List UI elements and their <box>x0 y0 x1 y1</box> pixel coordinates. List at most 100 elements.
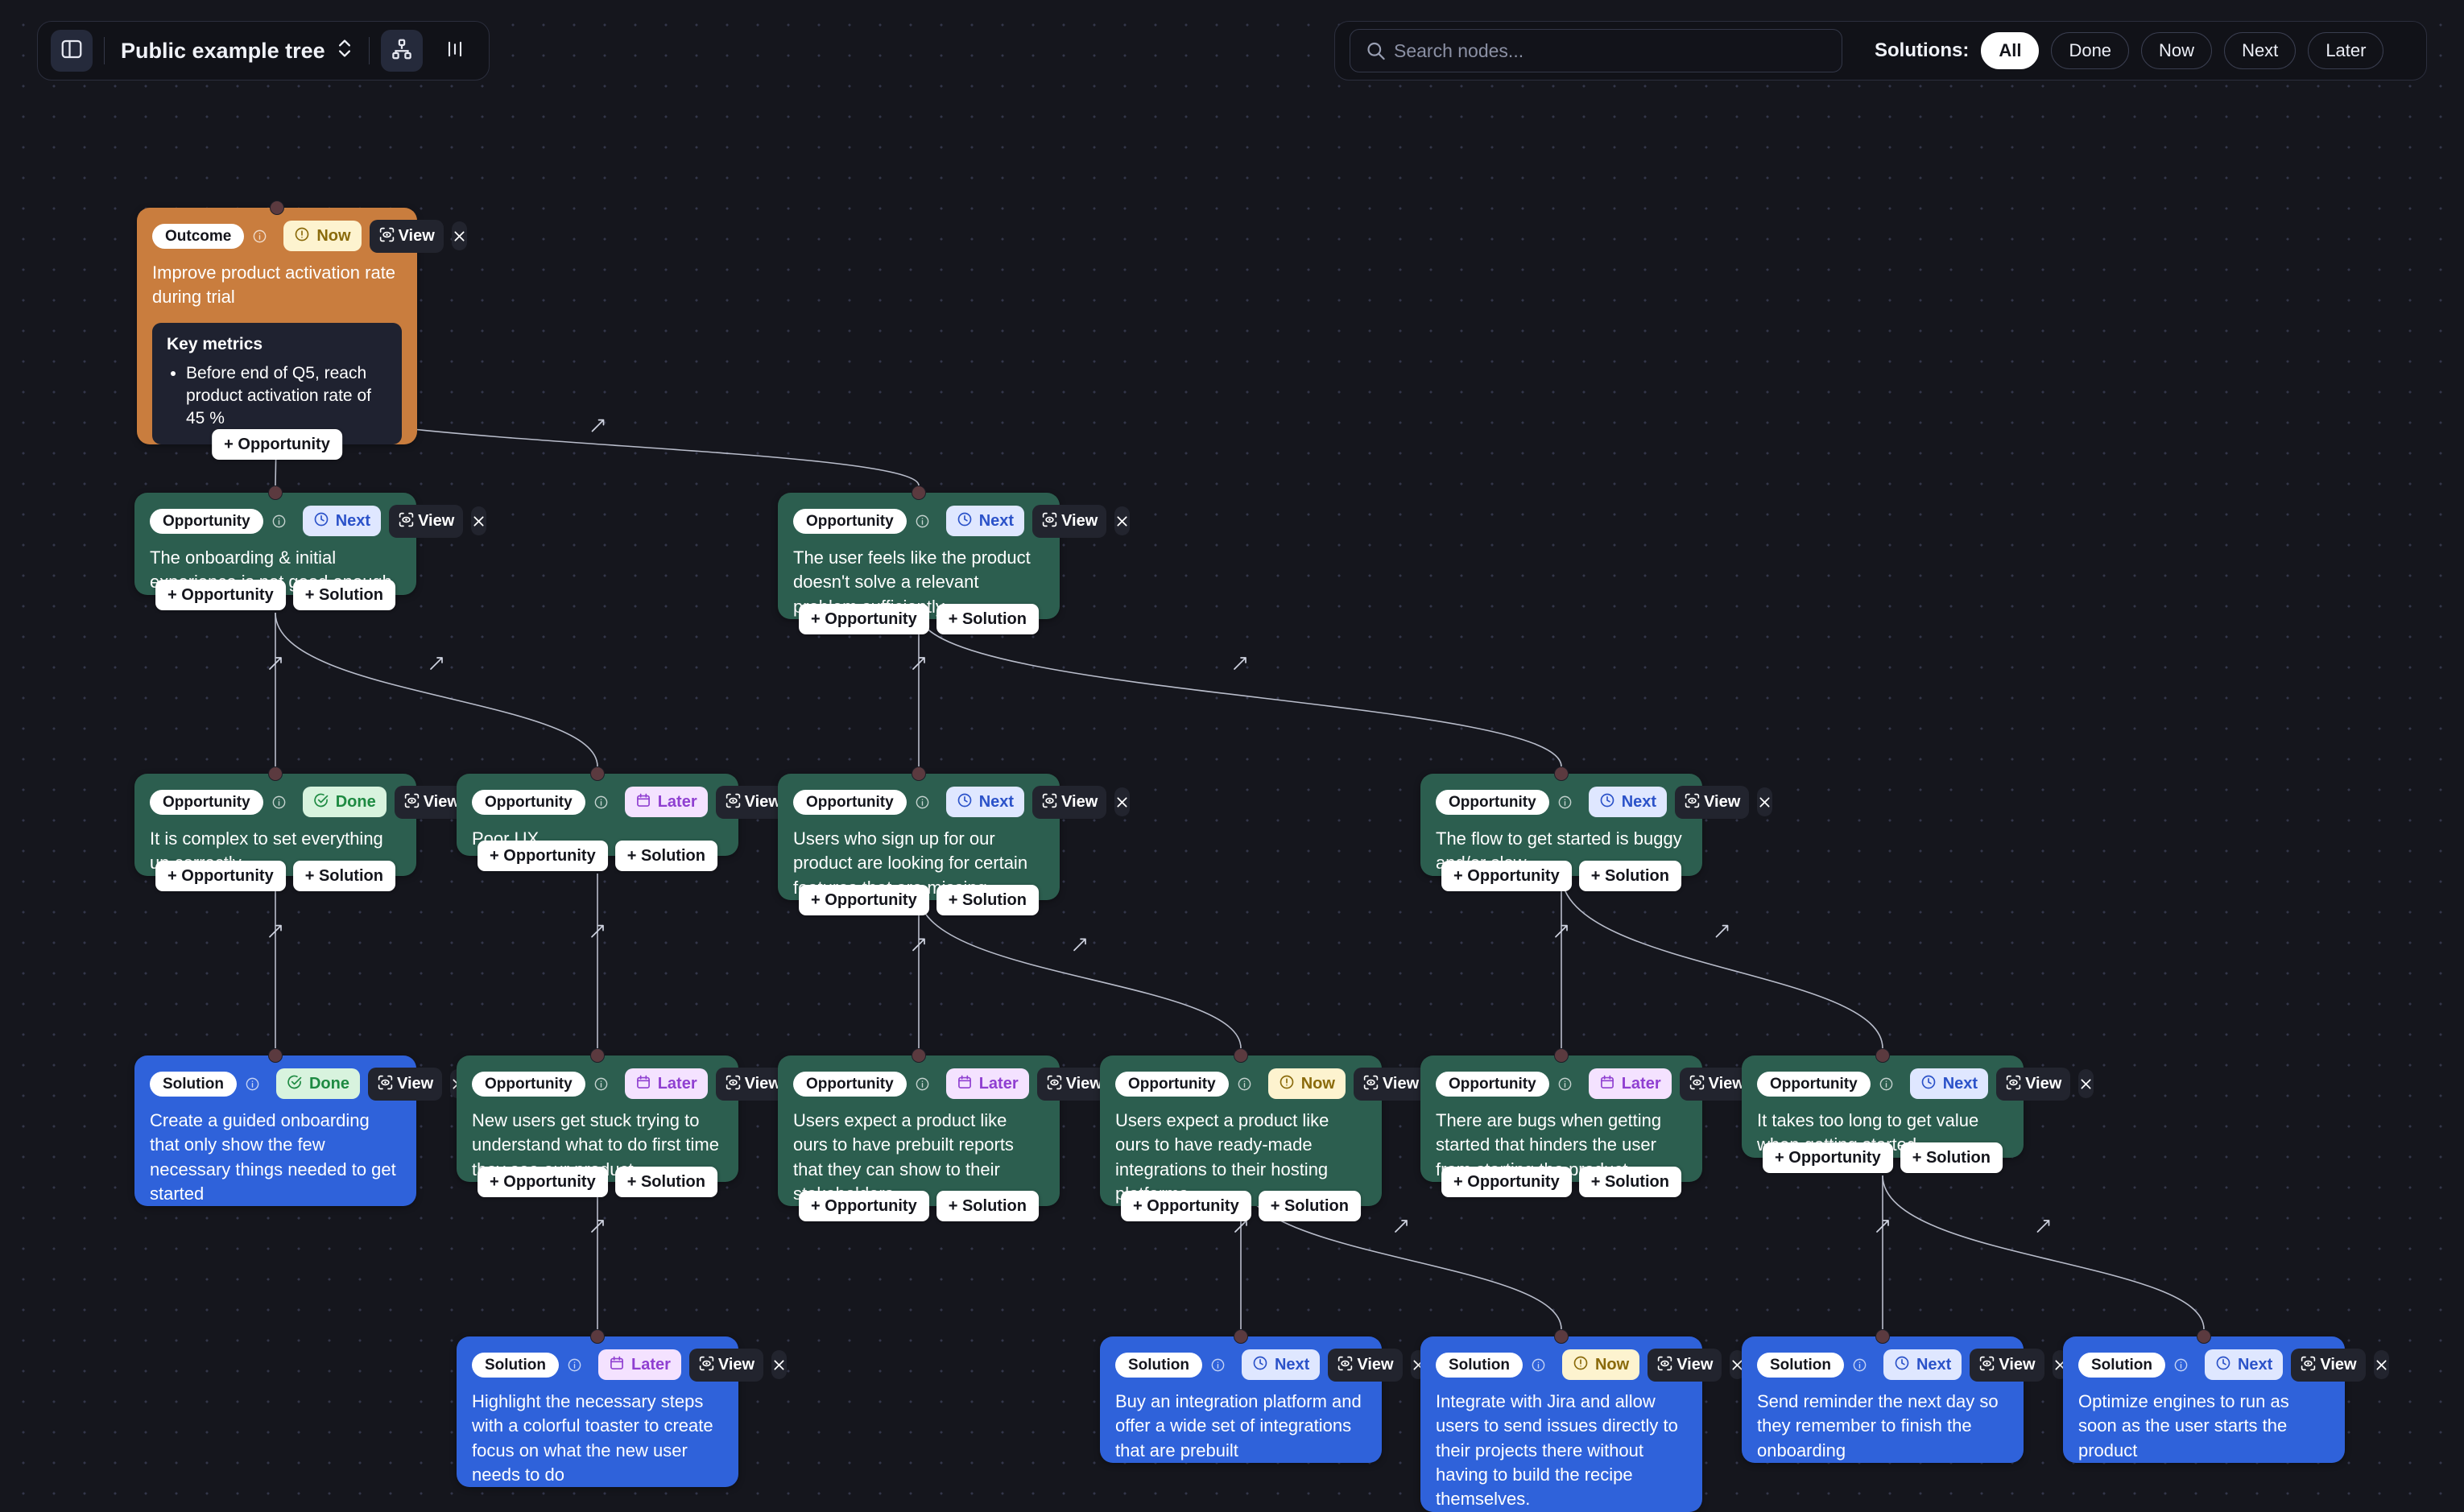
status-badge-later[interactable]: Later <box>625 787 708 817</box>
node-connector-handle[interactable] <box>590 1329 605 1344</box>
add-opportunity-button[interactable]: + Opportunity <box>1441 1167 1572 1197</box>
add-solution-button[interactable]: + Solution <box>293 861 395 891</box>
status-badge-later[interactable]: Later <box>946 1068 1029 1099</box>
info-icon[interactable] <box>567 1357 582 1373</box>
info-icon[interactable] <box>1852 1357 1867 1373</box>
view-button[interactable]: View <box>1032 786 1106 819</box>
view-button[interactable]: View <box>1970 1349 2044 1382</box>
add-solution-button[interactable]: + Solution <box>1259 1191 1361 1221</box>
node-opportunity[interactable]: Opportunity Next View The flow to get st… <box>1420 774 1702 876</box>
node-solution[interactable]: Solution Done View Create a guided onboa… <box>134 1056 416 1206</box>
node-opportunity[interactable]: Opportunity Next View The onboarding & i… <box>134 493 416 595</box>
node-opportunity[interactable]: Opportunity Later View Users expect a pr… <box>778 1056 1060 1206</box>
info-icon[interactable] <box>245 1076 260 1092</box>
tree-view-button[interactable] <box>381 30 423 72</box>
status-badge-next[interactable]: Next <box>1589 787 1667 817</box>
node-connector-handle[interactable] <box>1234 1329 1248 1344</box>
node-connector-handle[interactable] <box>270 200 284 215</box>
node-connector-handle[interactable] <box>912 1048 926 1063</box>
info-icon[interactable] <box>271 514 287 529</box>
info-icon[interactable] <box>1557 795 1573 810</box>
info-icon[interactable] <box>915 514 930 529</box>
status-badge-now[interactable]: Now <box>1562 1349 1639 1380</box>
node-connector-handle[interactable] <box>268 766 283 781</box>
filter-chip-now[interactable]: Now <box>2141 32 2212 69</box>
status-badge-done[interactable]: Done <box>303 787 387 817</box>
node-opportunity[interactable]: Opportunity Later View There are bugs wh… <box>1420 1056 1702 1182</box>
view-button[interactable]: View <box>689 1349 763 1382</box>
node-solution[interactable]: Solution Next View Send reminder the nex… <box>1742 1336 2024 1463</box>
search-box[interactable] <box>1350 29 1842 72</box>
status-badge-next[interactable]: Next <box>1242 1349 1320 1380</box>
add-opportunity-button[interactable]: + Opportunity <box>155 580 286 610</box>
status-badge-next[interactable]: Next <box>303 506 381 536</box>
node-solution[interactable]: Solution Next View Optimize engines to r… <box>2063 1336 2345 1463</box>
close-icon[interactable] <box>471 506 486 535</box>
node-solution[interactable]: Solution Now View Integrate with Jira an… <box>1420 1336 1702 1512</box>
tree-selector[interactable]: Public example tree <box>116 38 358 64</box>
info-icon[interactable] <box>1237 1076 1252 1092</box>
status-badge-next[interactable]: Next <box>1883 1349 1962 1380</box>
node-connector-handle[interactable] <box>590 766 605 781</box>
add-solution-button[interactable]: + Solution <box>293 580 395 610</box>
node-solution[interactable]: Solution Later View Highlight the necess… <box>457 1336 738 1487</box>
add-opportunity-button[interactable]: + Opportunity <box>1441 861 1572 891</box>
columns-view-button[interactable] <box>434 30 476 72</box>
node-connector-handle[interactable] <box>268 1048 283 1063</box>
node-connector-handle[interactable] <box>1554 1329 1569 1344</box>
info-icon[interactable] <box>2173 1357 2189 1373</box>
node-opportunity[interactable]: Opportunity Later View New users get stu… <box>457 1056 738 1182</box>
add-solution-button[interactable]: + Solution <box>615 841 717 871</box>
close-icon[interactable] <box>452 221 467 250</box>
info-icon[interactable] <box>252 229 267 244</box>
close-icon[interactable] <box>2374 1350 2389 1379</box>
view-button[interactable]: View <box>2291 1349 2365 1382</box>
node-solution[interactable]: Solution Next View Buy an integration pl… <box>1100 1336 1382 1463</box>
close-icon[interactable] <box>1114 506 1130 535</box>
add-solution-button[interactable]: + Solution <box>1579 861 1681 891</box>
status-badge-now[interactable]: Now <box>283 221 361 251</box>
close-icon[interactable] <box>771 1350 787 1379</box>
status-badge-next[interactable]: Next <box>946 787 1024 817</box>
status-badge-next[interactable]: Next <box>2205 1349 2283 1380</box>
status-badge-done[interactable]: Done <box>276 1068 360 1099</box>
add-solution-button[interactable]: + Solution <box>1579 1167 1681 1197</box>
status-badge-next[interactable]: Next <box>946 506 1024 536</box>
view-button[interactable]: View <box>389 505 463 538</box>
add-opportunity-button[interactable]: + Opportunity <box>155 861 286 891</box>
view-button[interactable]: View <box>1354 1068 1428 1101</box>
info-icon[interactable] <box>1210 1357 1226 1373</box>
add-opportunity-button[interactable]: + Opportunity <box>478 1167 608 1197</box>
node-connector-handle[interactable] <box>912 766 926 781</box>
add-opportunity-button[interactable]: + Opportunity <box>799 885 929 915</box>
node-connector-handle[interactable] <box>1875 1048 1890 1063</box>
node-opportunity[interactable]: Opportunity Done View It is complex to s… <box>134 774 416 876</box>
node-connector-handle[interactable] <box>912 485 926 500</box>
info-icon[interactable] <box>1557 1076 1573 1092</box>
view-button[interactable]: View <box>368 1068 442 1101</box>
info-icon[interactable] <box>1879 1076 1894 1092</box>
status-badge-later[interactable]: Later <box>625 1068 708 1099</box>
close-icon[interactable] <box>1114 787 1130 816</box>
add-solution-button[interactable]: + Solution <box>1900 1142 2003 1173</box>
filter-chip-next[interactable]: Next <box>2224 32 2296 69</box>
node-opportunity[interactable]: Opportunity Later View Poor UX + Opportu… <box>457 774 738 856</box>
info-icon[interactable] <box>1531 1357 1546 1373</box>
view-button[interactable]: View <box>1996 1068 2070 1101</box>
node-connector-handle[interactable] <box>2197 1329 2211 1344</box>
status-badge-next[interactable]: Next <box>1910 1068 1988 1099</box>
view-button[interactable]: View <box>1675 786 1749 819</box>
add-opportunity-button[interactable]: + Opportunity <box>799 1191 929 1221</box>
node-connector-handle[interactable] <box>1554 1048 1569 1063</box>
filter-chip-later[interactable]: Later <box>2308 32 2383 69</box>
view-button[interactable]: View <box>370 220 444 253</box>
add-solution-button[interactable]: + Solution <box>936 885 1039 915</box>
close-icon[interactable] <box>1757 787 1772 816</box>
add-solution-button[interactable]: + Solution <box>936 604 1039 634</box>
node-opportunity[interactable]: Opportunity Next View Users who sign up … <box>778 774 1060 900</box>
view-button[interactable]: View <box>1032 505 1106 538</box>
node-opportunity[interactable]: Opportunity Next View It takes too long … <box>1742 1056 2024 1158</box>
add-solution-button[interactable]: + Solution <box>936 1191 1039 1221</box>
view-button[interactable]: View <box>1647 1349 1722 1382</box>
